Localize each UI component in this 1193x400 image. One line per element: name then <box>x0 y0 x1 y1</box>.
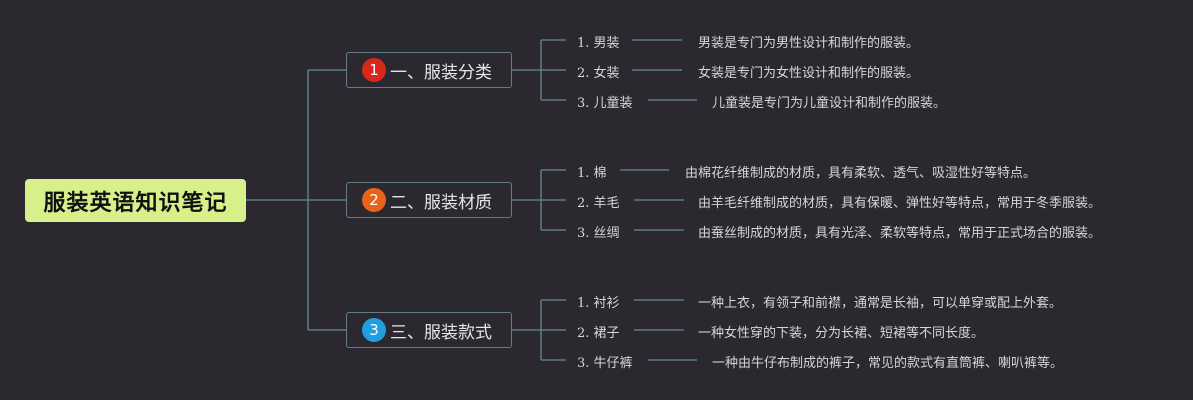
connector-b3 <box>512 299 566 361</box>
branch-label: 一、服装分类 <box>390 62 492 83</box>
leaf-description: 由羊毛纤维制成的材质，具有保暖、弹性好等特点，常用于冬季服装。 <box>698 196 1102 211</box>
branch-label: 二、服装材质 <box>390 192 492 213</box>
leaf-term[interactable]: 1. 棉 <box>577 166 607 181</box>
leaf-term[interactable]: 3. 牛仔裤 <box>577 356 633 371</box>
connector-b1 <box>512 39 566 101</box>
leaf-description: 儿童装是专门为儿童设计和制作的服装。 <box>712 96 947 111</box>
leaf-term[interactable]: 2. 羊毛 <box>577 196 620 211</box>
leaf-term[interactable]: 2. 裙子 <box>577 326 620 341</box>
leaf-description: 一种由牛仔布制成的裤子，常见的款式有直筒裤、喇叭裤等。 <box>712 356 1064 371</box>
connector-b1-leaves <box>632 39 697 101</box>
leaf-term[interactable]: 3. 儿童装 <box>577 96 633 111</box>
branch-node-clothing-categories[interactable]: 1 一、服装分类 <box>346 52 512 88</box>
number-badge-icon: 2 <box>362 188 386 212</box>
branch-node-clothing-styles[interactable]: 3 三、服装款式 <box>346 312 512 348</box>
leaf-description: 女装是专门为女性设计和制作的服装。 <box>698 66 920 81</box>
leaf-description: 一种上衣，有领子和前襟，通常是长袖，可以单穿或配上外套。 <box>698 296 1063 311</box>
connector-b2 <box>512 169 566 231</box>
leaf-term[interactable]: 1. 男装 <box>577 36 620 51</box>
leaf-description: 一种女性穿的下装，分为长裙、短裙等不同长度。 <box>698 326 985 341</box>
branch-node-clothing-materials[interactable]: 2 二、服装材质 <box>346 182 512 218</box>
number-badge-icon: 3 <box>362 318 386 342</box>
leaf-term[interactable]: 2. 女装 <box>577 66 620 81</box>
branch-label: 三、服装款式 <box>390 322 492 343</box>
root-title: 服装英语知识笔记 <box>43 190 228 216</box>
connector-b2-leaves <box>620 169 684 231</box>
leaf-description: 男装是专门为男性设计和制作的服装。 <box>698 36 920 51</box>
leaf-term[interactable]: 1. 衬衫 <box>577 296 620 311</box>
leaf-description: 由蚕丝制成的材质，具有光泽、柔软等特点，常用于正式场合的服装。 <box>698 226 1102 241</box>
number-badge-icon: 1 <box>362 58 386 82</box>
connector-b3-leaves <box>634 299 697 361</box>
leaf-description: 由棉花纤维制成的材质，具有柔软、透气、吸湿性好等特点。 <box>685 166 1037 181</box>
leaf-term[interactable]: 3. 丝绸 <box>577 226 620 241</box>
root-node[interactable]: 服装英语知识笔记 <box>25 179 246 222</box>
